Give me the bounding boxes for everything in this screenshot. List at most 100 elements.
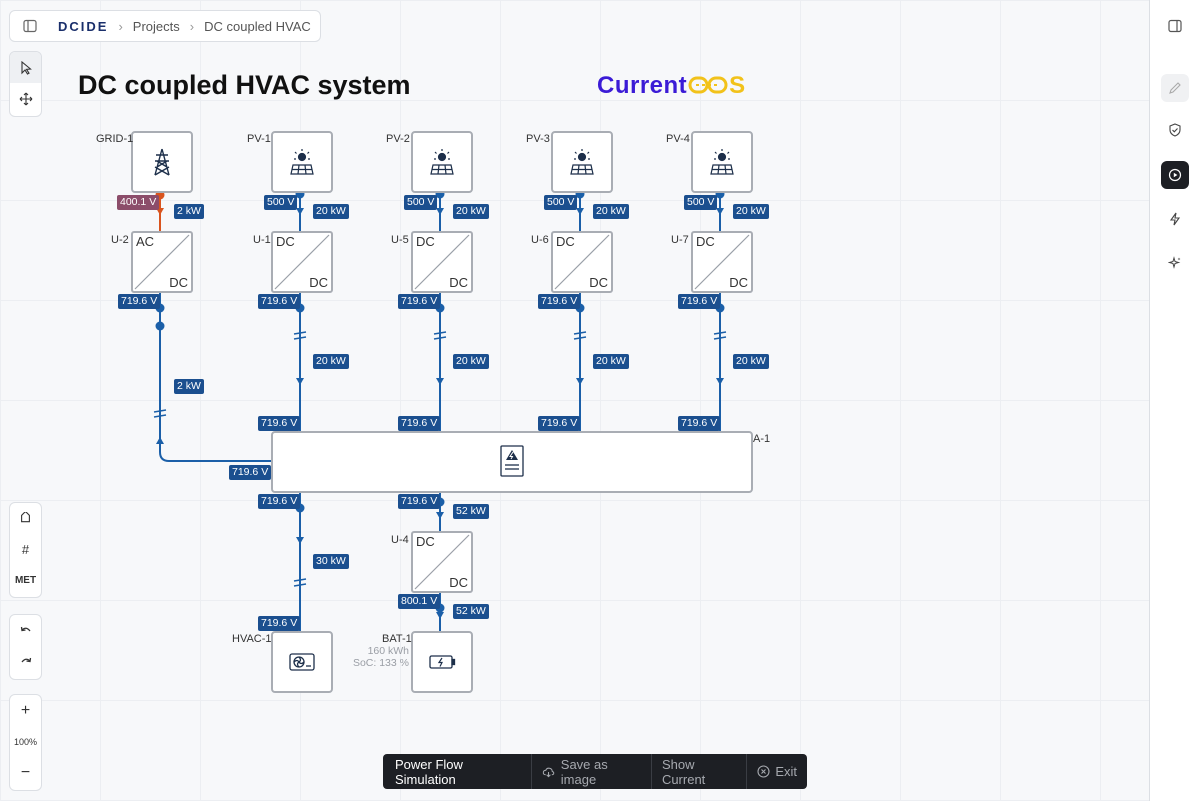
pv2-node[interactable]	[411, 131, 473, 193]
busbar-icon	[500, 445, 524, 477]
close-circle-icon	[757, 765, 770, 778]
exit-button[interactable]: Exit	[746, 754, 807, 789]
converter-u1[interactable]: DC DC	[271, 231, 333, 293]
battery-soc: SoC: 133 %	[352, 657, 409, 669]
tag-grid-power: 2 kW	[174, 204, 204, 219]
solar-panel-icon	[430, 149, 454, 175]
grid-node[interactable]	[131, 131, 193, 193]
tag-icon	[21, 512, 30, 523]
lightning-icon	[1169, 212, 1181, 226]
tag-bat-power: 52 kW	[453, 604, 489, 619]
converter-output: DC	[449, 575, 468, 590]
tag-bus-in-voltage-3: 719.6 V	[538, 416, 581, 431]
validation-button[interactable]	[1161, 116, 1189, 144]
zoom-out-button[interactable]: −	[10, 757, 41, 788]
tag-hvac-voltage: 719.6 V	[258, 616, 301, 631]
converter-u6[interactable]: DC DC	[551, 231, 613, 293]
save-image-label: Save as image	[560, 756, 608, 787]
hvac-node[interactable]	[271, 631, 333, 693]
pan-tool-button[interactable]	[10, 83, 41, 114]
edit-mode-button[interactable]	[1161, 74, 1189, 102]
undo-icon	[20, 626, 31, 631]
label-tools: # MET	[9, 502, 42, 598]
tag-pv1-power: 20 kW	[313, 204, 349, 219]
tag-u1-out-voltage: 719.6 V	[258, 294, 301, 309]
converter-output: DC	[449, 275, 468, 290]
ai-assist-button[interactable]	[1161, 249, 1189, 277]
label-pv1: PV-1	[247, 133, 271, 145]
tag-u2-out-voltage: 719.6 V	[118, 294, 161, 309]
brand-oo-mark	[688, 76, 728, 94]
label-pv3: PV-3	[526, 133, 550, 145]
chevron-right-icon: ›	[118, 18, 123, 34]
converter-diagonal-icon	[414, 234, 470, 290]
converter-diagonal-icon	[554, 234, 610, 290]
label-bat1: BAT-1	[382, 633, 412, 645]
tag-u2-feed-power: 2 kW	[174, 379, 204, 394]
move-icon	[19, 92, 32, 105]
battery-icon	[429, 655, 456, 669]
tag-pv2-power: 20 kW	[453, 204, 489, 219]
converter-input: AC	[136, 234, 155, 249]
tag-pv2-voltage: 500 V	[404, 195, 438, 210]
save-image-button[interactable]: Save as image	[530, 754, 651, 789]
app-logo[interactable]: DCIDE	[58, 18, 109, 34]
tag-u7-feed-power: 20 kW	[733, 354, 769, 369]
converter-diagonal-icon	[134, 234, 190, 290]
breadcrumb-projects[interactable]: Projects	[132, 18, 180, 34]
pv1-node[interactable]	[271, 131, 333, 193]
cursor-icon	[20, 60, 32, 75]
panel-right-icon	[1168, 19, 1182, 33]
tag-bus-in-voltage-u2: 719.6 V	[229, 465, 272, 480]
redo-button[interactable]	[10, 646, 41, 677]
converter-u2[interactable]: AC DC	[131, 231, 193, 293]
label-u7: U-7	[671, 234, 689, 246]
hvac-fan-icon	[289, 653, 315, 671]
sidebar-toggle-icon[interactable]	[16, 12, 44, 40]
tag-bus-in-voltage-4: 719.6 V	[678, 416, 721, 431]
zoom-tools: + 100% −	[9, 694, 42, 791]
select-tools	[9, 51, 42, 117]
tag-u6-out-voltage: 719.6 V	[538, 294, 581, 309]
pv4-node[interactable]	[691, 131, 753, 193]
plus-icon: +	[20, 701, 31, 719]
tag-pv4-voltage: 500 V	[684, 195, 718, 210]
grid-tool-button[interactable]: #	[10, 534, 41, 565]
dc-bus-a1[interactable]	[271, 431, 753, 493]
sparkles-icon	[1168, 256, 1181, 269]
label-a1: A-1	[753, 433, 771, 445]
tag-tool-button[interactable]	[10, 503, 41, 534]
converter-u7[interactable]: DC DC	[691, 231, 753, 293]
pv3-node[interactable]	[551, 131, 613, 193]
label-grid1: GRID-1	[96, 133, 134, 145]
tag-pv3-voltage: 500 V	[544, 195, 578, 210]
simulation-button[interactable]	[1161, 161, 1189, 189]
converter-input: DC	[276, 234, 295, 249]
shield-check-icon	[1169, 123, 1181, 137]
battery-node[interactable]	[411, 631, 473, 693]
solar-panel-icon	[570, 149, 594, 175]
collapse-panel-button[interactable]	[1161, 12, 1189, 40]
converter-diagonal-icon	[414, 534, 470, 590]
show-current-button[interactable]: Show Current	[650, 754, 746, 789]
history-tools	[9, 614, 42, 680]
met-tool-button[interactable]: MET	[14, 575, 37, 586]
undo-button[interactable]	[10, 615, 41, 646]
exit-label: Exit	[775, 764, 797, 779]
zoom-in-button[interactable]: +	[10, 695, 41, 726]
power-button[interactable]	[1161, 205, 1189, 233]
converter-input: DC	[416, 534, 435, 549]
converter-u5[interactable]: DC DC	[411, 231, 473, 293]
right-sidebar	[1149, 0, 1200, 801]
converter-diagonal-icon	[274, 234, 330, 290]
converter-input: DC	[556, 234, 575, 249]
pointer-tool-button[interactable]	[10, 52, 41, 83]
tag-bus-in-voltage-2: 719.6 V	[398, 416, 441, 431]
zoom-level[interactable]: 100%	[13, 736, 38, 747]
tag-bus-out-voltage-u4: 719.6 V	[398, 494, 441, 509]
solar-panel-icon	[290, 149, 314, 175]
label-u5: U-5	[391, 234, 409, 246]
converter-u4[interactable]: DC DC	[411, 531, 473, 593]
tag-u1-feed-power: 20 kW	[313, 354, 349, 369]
tag-pv3-power: 20 kW	[593, 204, 629, 219]
